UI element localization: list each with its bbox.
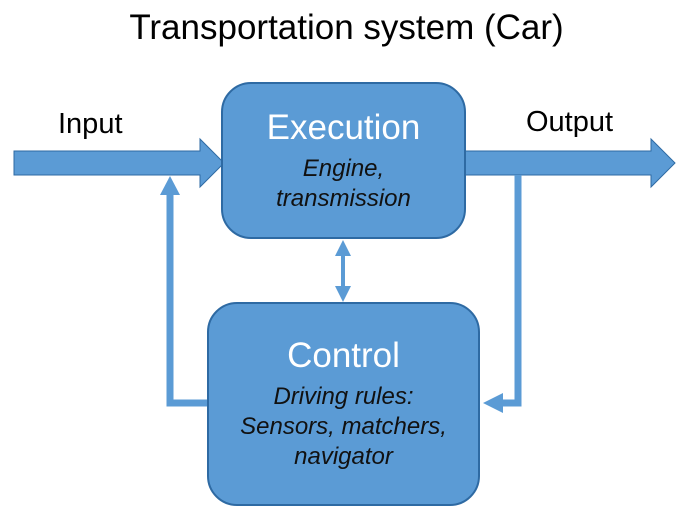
output-feedback-arrow bbox=[500, 175, 522, 407]
control-to-input-arrowhead bbox=[160, 176, 180, 195]
execution-title: Execution bbox=[266, 107, 421, 147]
exec-control-arrowhead-up bbox=[335, 240, 351, 256]
exec-control-arrowhead-down bbox=[335, 286, 351, 302]
output-feedback-arrowhead bbox=[483, 393, 503, 413]
control-detail: Driving rules: Sensors, matchers, naviga… bbox=[240, 382, 447, 472]
control-to-input-arrow bbox=[166, 192, 208, 407]
control-detail-line: Sensors, matchers, bbox=[240, 413, 447, 440]
diagram-title: Transportation system (Car) bbox=[129, 8, 564, 47]
execution-detail-line: transmission bbox=[276, 184, 411, 212]
input-arrow bbox=[13, 137, 225, 189]
control-detail-line: Driving rules: bbox=[273, 383, 414, 410]
output-label: Output bbox=[526, 106, 614, 138]
control-block: Control Driving rules: Sensors, matchers… bbox=[207, 302, 480, 506]
control-detail-line: navigator bbox=[294, 443, 393, 470]
execution-block: Execution Engine, transmission bbox=[221, 82, 466, 239]
control-title: Control bbox=[287, 336, 400, 375]
output-arrow bbox=[462, 137, 676, 189]
input-label: Input bbox=[58, 108, 123, 140]
execution-detail: Engine, transmission bbox=[276, 154, 411, 214]
execution-detail-line: Engine, bbox=[302, 154, 385, 182]
